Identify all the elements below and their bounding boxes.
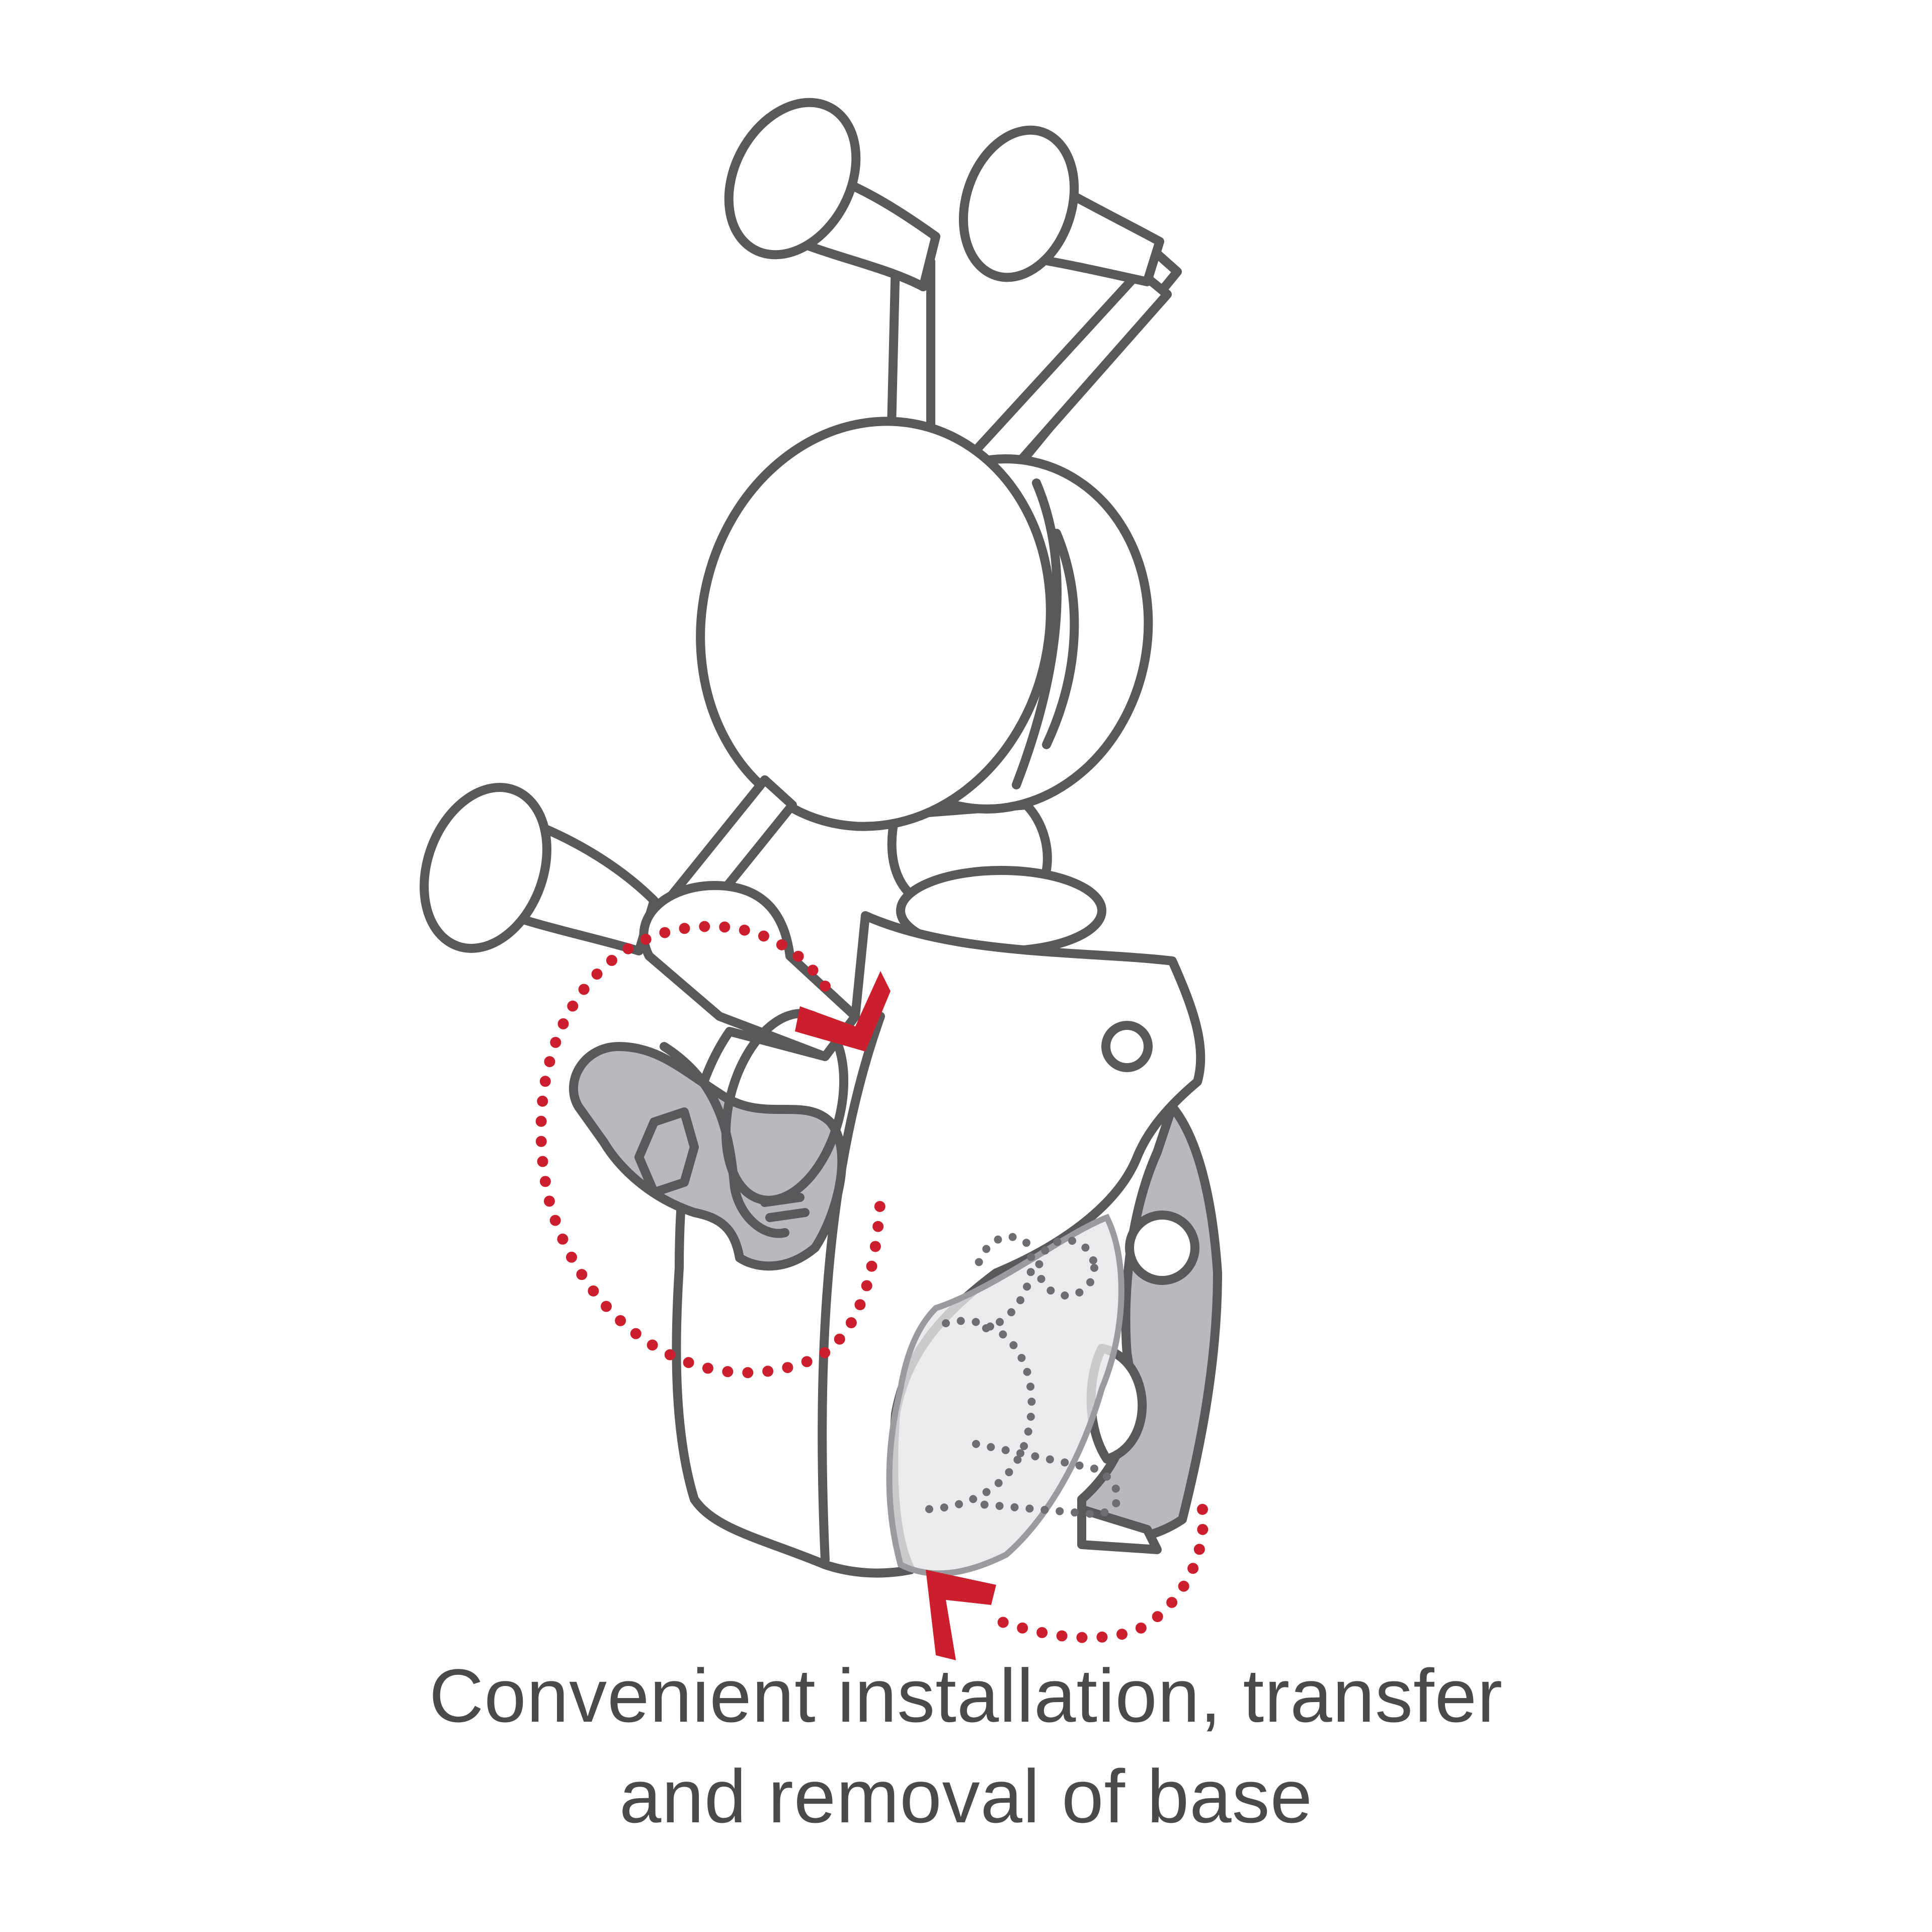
arm-top-right bbox=[941, 125, 1172, 513]
arm-top-left bbox=[724, 98, 940, 472]
rotation-arrow-icon bbox=[535, 921, 1209, 1643]
ghost-jaw bbox=[886, 1214, 1124, 1577]
ball-joint bbox=[887, 800, 1106, 955]
knob bbox=[569, 1009, 849, 1271]
caption-line-2: and removal of base bbox=[619, 1754, 1313, 1838]
cradle-front bbox=[696, 417, 1055, 831]
clamp-jaw bbox=[1077, 1102, 1222, 1554]
chevron-arrow-icon bbox=[795, 971, 996, 1660]
caption-line-1: Convenient installation, transfer bbox=[429, 1653, 1503, 1738]
